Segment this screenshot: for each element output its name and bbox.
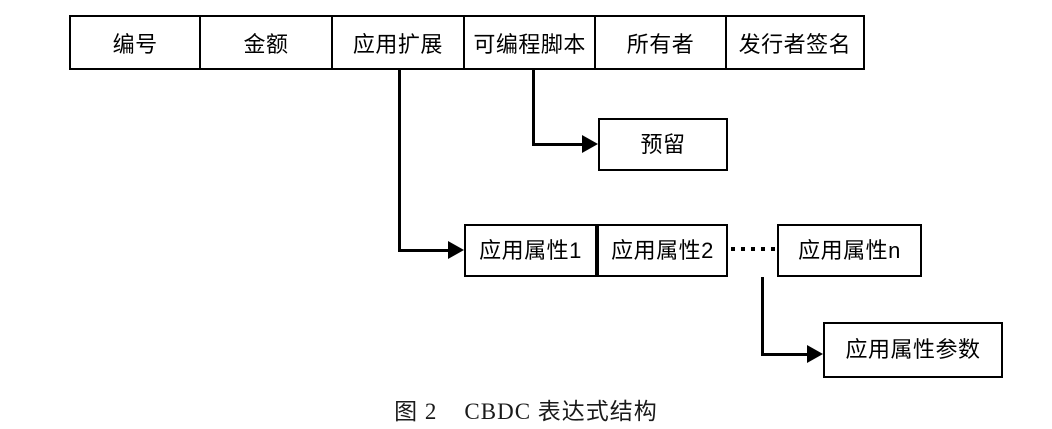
connector-application-extension-horizontal <box>398 249 450 252</box>
reserved-box-label: 预留 <box>640 131 686 157</box>
connector-attribute-parameter-vertical <box>761 277 764 356</box>
table-cell-serial-number: 编号 <box>71 17 202 68</box>
table-cell-owner: 所有者 <box>596 17 727 68</box>
connector-attribute-parameter-horizontal <box>761 353 809 356</box>
connector-attribute-parameter-arrowhead <box>807 345 823 363</box>
table-cell-application-extension: 应用扩展 <box>333 17 466 68</box>
cbdc-expression-record-table: 编号 金额 应用扩展 可编程脚本 所有者 发行者签名 <box>69 15 865 70</box>
figure-caption: 图 2 CBDC 表达式结构 <box>394 399 658 424</box>
reserved-box: 预留 <box>598 118 728 171</box>
attribute-box-label: 应用属性2 <box>611 237 714 263</box>
table-cell-label: 应用扩展 <box>352 31 443 57</box>
table-cell-label: 金额 <box>243 31 289 57</box>
table-cell-label: 所有者 <box>626 31 695 57</box>
attribute-box-1: 应用属性1 <box>464 224 597 277</box>
table-cell-issuer-signature: 发行者签名 <box>727 17 863 68</box>
attribute-box-n: 应用属性n <box>777 224 922 277</box>
table-cell-programmable-script: 可编程脚本 <box>465 17 597 68</box>
table-cell-label: 发行者签名 <box>738 31 852 57</box>
connector-programmable-script-arrowhead <box>582 135 598 153</box>
table-cell-amount: 金额 <box>201 17 333 68</box>
attribute-box-label: 应用属性1 <box>479 237 582 263</box>
connector-programmable-script-vertical <box>532 70 535 146</box>
table-cell-label: 编号 <box>112 31 158 57</box>
connector-programmable-script-horizontal <box>532 143 584 146</box>
attribute-parameter-box: 应用属性参数 <box>823 322 1003 378</box>
table-cell-label: 可编程脚本 <box>473 31 586 57</box>
attribute-box-2: 应用属性2 <box>597 224 728 277</box>
attribute-ellipsis-dots <box>731 247 777 251</box>
connector-application-extension-vertical <box>398 70 401 252</box>
attribute-parameter-box-label: 应用属性参数 <box>845 337 981 362</box>
attribute-box-label: 应用属性n <box>798 237 901 263</box>
connector-application-extension-arrowhead <box>448 241 464 259</box>
